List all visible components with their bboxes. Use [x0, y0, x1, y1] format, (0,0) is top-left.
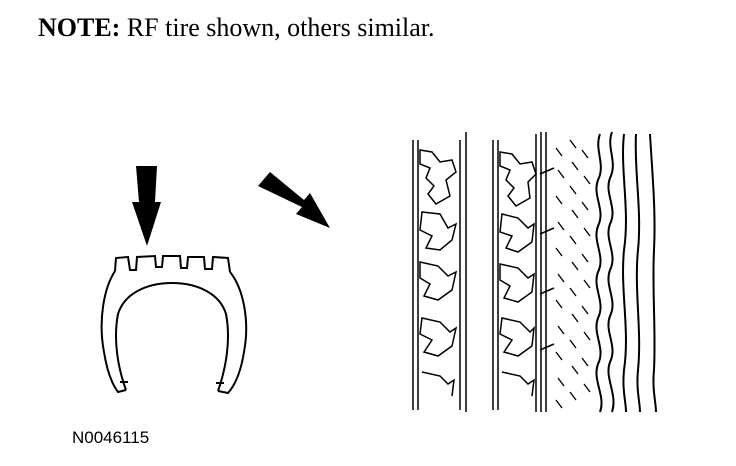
tread-wear-detail — [412, 131, 657, 413]
down-arrow-icon — [132, 166, 161, 246]
note-body: RF tire shown, others similar. — [120, 13, 435, 42]
diagonal-arrow-icon — [258, 172, 330, 228]
figure-id: N0046115 — [72, 428, 150, 447]
tire-cross-section — [100, 254, 248, 395]
note-text: NOTE: RF tire shown, others similar. — [38, 12, 435, 43]
note-label: NOTE: — [38, 13, 121, 42]
